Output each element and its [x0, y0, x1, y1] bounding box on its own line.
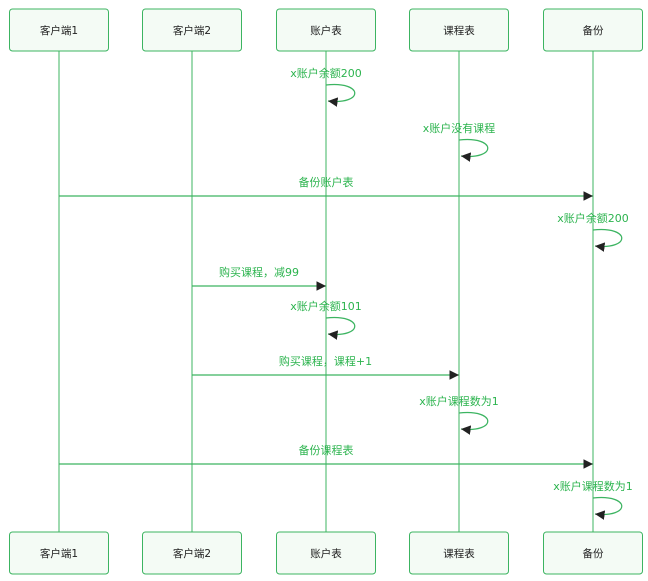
participant-box — [142, 8, 242, 52]
self-message-arrow — [592, 496, 623, 520]
participant-label: 课程表 — [443, 547, 475, 560]
participant-box — [9, 8, 109, 52]
message-1: x账户余额200 — [290, 66, 362, 107]
message-label: 备份账户表 — [299, 175, 354, 189]
message-7: 购买课程，课程+1 — [192, 354, 459, 380]
participant-box — [276, 8, 376, 52]
self-message-arrow — [325, 83, 356, 107]
participant-label: 备份 — [583, 24, 604, 37]
message-2: x账户没有课程 — [423, 121, 496, 162]
participant-course-top: 课程表 — [409, 8, 509, 52]
self-message-arrow — [325, 316, 356, 340]
actors-bottom: 客户端1 客户端2 账户表 课程表 备份 — [9, 531, 643, 575]
self-message-arrow — [458, 411, 489, 435]
participant-course-bottom: 课程表 — [409, 531, 509, 575]
participant-box — [409, 531, 509, 575]
message-label: 购买课程，课程+1 — [279, 354, 372, 368]
participant-label: 客户端2 — [173, 547, 211, 560]
actors-top: 客户端1 客户端2 账户表 课程表 备份 — [9, 8, 643, 52]
message-label: x账户课程数为1 — [553, 479, 633, 493]
participant-box — [543, 531, 643, 575]
participant-box — [142, 531, 242, 575]
message-4: x账户余额200 — [557, 211, 629, 252]
message-3: 备份账户表 — [59, 175, 593, 201]
participant-c2-top: 客户端2 — [142, 8, 242, 52]
message-8: x账户课程数为1 — [419, 394, 499, 435]
message-10: x账户课程数为1 — [553, 479, 633, 520]
message-9: 备份课程表 — [59, 443, 593, 469]
participant-acct-top: 账户表 — [276, 8, 376, 52]
participant-label: 备份 — [583, 547, 604, 560]
message-label: x账户课程数为1 — [419, 394, 499, 408]
participant-label: 账户表 — [310, 24, 342, 37]
participant-box — [9, 531, 109, 575]
message-6: x账户余额101 — [290, 299, 362, 340]
participant-c2-bottom: 客户端2 — [142, 531, 242, 575]
participant-box — [543, 8, 643, 52]
message-label: x账户没有课程 — [423, 121, 496, 135]
message-label: x账户余额101 — [290, 299, 362, 313]
participant-backup-top: 备份 — [543, 8, 643, 52]
participant-label: 客户端1 — [40, 547, 78, 560]
self-message-arrow — [458, 138, 489, 162]
participant-c1-top: 客户端1 — [9, 8, 109, 52]
lifelines — [58, 51, 594, 532]
participant-label: 课程表 — [443, 24, 475, 37]
message-label: 购买课程，减99 — [219, 265, 299, 279]
self-message-arrow — [592, 228, 623, 252]
message-label: x账户余额200 — [557, 211, 629, 225]
participant-acct-bottom: 账户表 — [276, 531, 376, 575]
participant-box — [409, 8, 509, 52]
message-label: x账户余额200 — [290, 66, 362, 80]
participant-label: 客户端1 — [40, 24, 78, 37]
message-label: 备份课程表 — [299, 443, 354, 457]
message-5: 购买课程，减99 — [192, 265, 326, 291]
participant-backup-bottom: 备份 — [543, 531, 643, 575]
participant-box — [276, 531, 376, 575]
participant-label: 账户表 — [310, 547, 342, 560]
participant-c1-bottom: 客户端1 — [9, 531, 109, 575]
participant-label: 客户端2 — [173, 24, 211, 37]
